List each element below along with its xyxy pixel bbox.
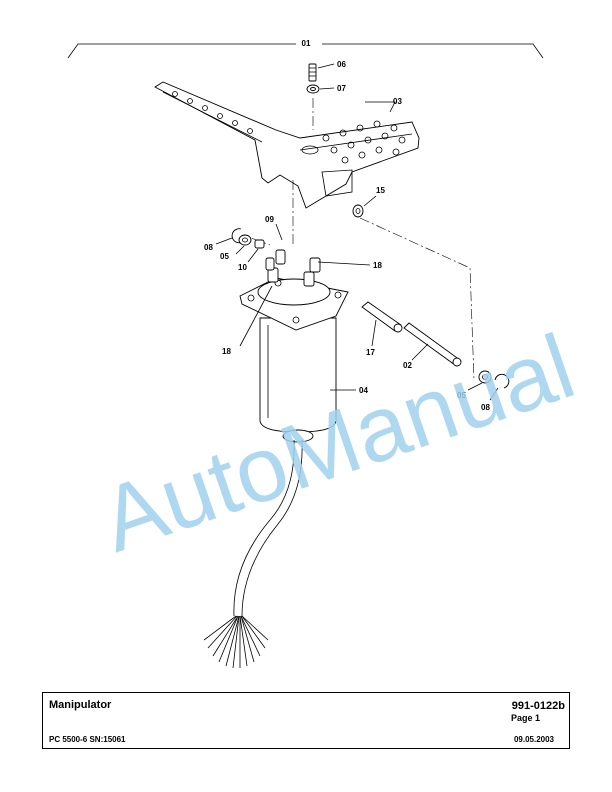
- label-18-left: 18: [222, 347, 231, 356]
- pedal-part: [154, 81, 420, 209]
- nut-part: [306, 84, 320, 94]
- screw-part: [308, 63, 317, 82]
- label-10: 10: [238, 263, 247, 272]
- page-number: Page 1: [510, 713, 540, 723]
- label-08-right: 08: [481, 403, 490, 412]
- assembly-bracket: [67, 43, 544, 59]
- label-05-right: 05: [457, 391, 466, 400]
- label-15: 15: [376, 186, 385, 195]
- pedal-grip-holes: [172, 91, 406, 164]
- cable-wires: [203, 615, 269, 669]
- label-04: 04: [359, 386, 368, 395]
- label-05-left: 05: [220, 252, 229, 261]
- washer-left-part: [238, 234, 252, 246]
- drawing-date: 09.05.2003: [513, 735, 554, 744]
- label-01: 01: [302, 39, 311, 48]
- drawing-number: 991-0122b: [511, 700, 565, 712]
- bushing-part: [254, 239, 265, 249]
- label-17: 17: [366, 348, 375, 357]
- housing-studs: [265, 249, 321, 287]
- roller-part: [352, 204, 364, 218]
- label-09: 09: [265, 215, 274, 224]
- cable-part: [203, 439, 303, 669]
- pin-part: [403, 322, 462, 367]
- label-02: 02: [403, 361, 412, 370]
- clip-right-part: [494, 373, 510, 389]
- label-03: 03: [393, 97, 402, 106]
- label-08-left: 08: [204, 243, 213, 252]
- watermark-text: AutoManual: [89, 315, 586, 571]
- label-06: 06: [337, 60, 346, 69]
- machine-model: PC 5500-6 SN:15061: [49, 735, 126, 744]
- washer-right-part: [478, 370, 492, 384]
- housing-part: [239, 249, 349, 443]
- label-18-right: 18: [373, 261, 382, 270]
- label-07: 07: [337, 84, 346, 93]
- exploded-view-drawing: 01 06 07: [67, 39, 586, 669]
- sleeve-part: [361, 301, 403, 333]
- drawing-title: Manipulator: [49, 699, 112, 711]
- title-block: Manipulator 991-0122b Page 1 PC 5500-6 S…: [42, 692, 570, 749]
